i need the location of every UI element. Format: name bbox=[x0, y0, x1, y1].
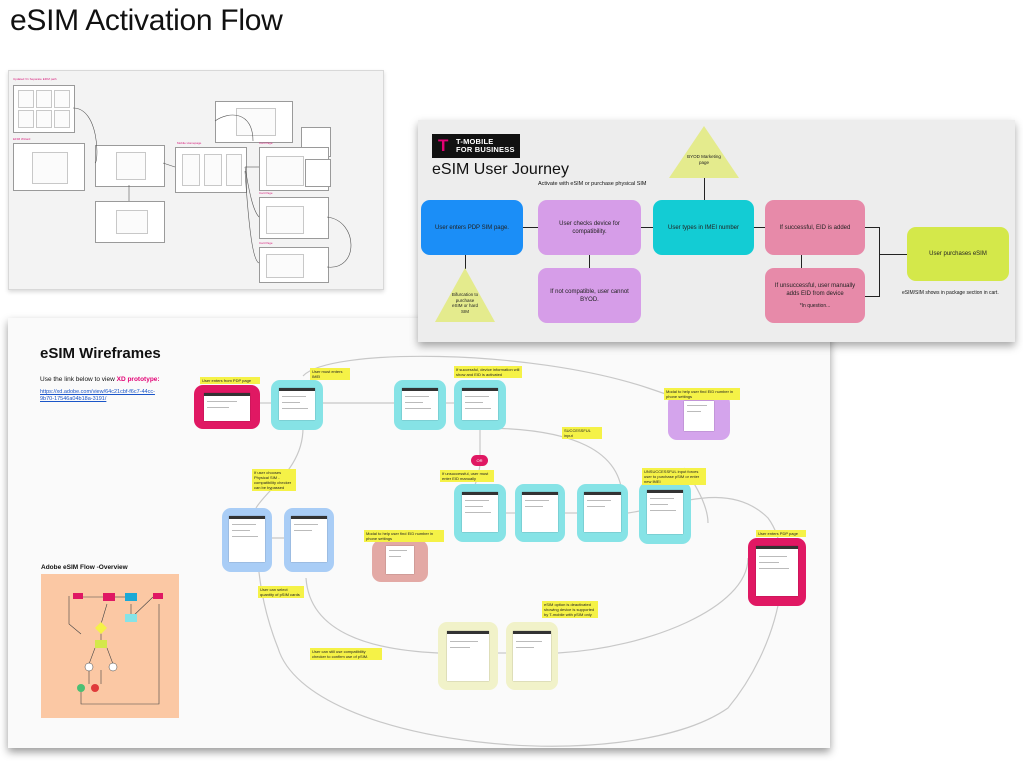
mini-frame bbox=[13, 143, 85, 191]
overview-board[interactable]: Updated V1 Separate EFIM path EFIM Wizar… bbox=[8, 70, 384, 290]
step-purchase[interactable]: User purchases eSIM bbox=[907, 227, 1009, 281]
modal-find-eid[interactable] bbox=[668, 394, 730, 440]
phone-wireframe-compat[interactable] bbox=[506, 622, 558, 690]
step-enter-pdp[interactable]: User enters PDP SIM page. bbox=[421, 200, 523, 255]
phone-pdp-entry-right[interactable] bbox=[748, 538, 806, 606]
overview-title: Adobe eSIM Flow -Overview bbox=[41, 564, 128, 571]
note: User enters PDP page bbox=[756, 530, 806, 537]
wireframes-board[interactable]: eSIM Wireframes Use the link below to vi… bbox=[8, 318, 830, 748]
note: Modal to help user find EID number in ph… bbox=[664, 388, 740, 400]
connector bbox=[879, 227, 880, 297]
decision-node: OR bbox=[471, 455, 488, 466]
phone-wireframe[interactable] bbox=[454, 380, 506, 430]
phone-wireframe-psim[interactable] bbox=[284, 508, 334, 572]
frame-label: Cart Page bbox=[259, 191, 273, 195]
note: Modal to help user find EID number in ph… bbox=[364, 530, 444, 542]
connector bbox=[865, 296, 879, 297]
journey-subtitle: Activate with eSIM or purchase physical … bbox=[538, 181, 647, 187]
phone-wireframe[interactable] bbox=[515, 484, 565, 542]
mini-frame bbox=[305, 159, 331, 187]
byod-label: BYOD Marketing page bbox=[687, 154, 721, 165]
note: User enters from PDP page bbox=[200, 377, 260, 384]
journey-title: eSIM User Journey bbox=[432, 161, 569, 178]
connector bbox=[523, 227, 538, 228]
note: UNSUCCESSFUL input forces user to purcha… bbox=[642, 468, 706, 485]
phone-wireframe-compat[interactable] bbox=[438, 622, 498, 690]
mini-frame bbox=[13, 85, 75, 133]
connector bbox=[865, 227, 879, 228]
mini-frame bbox=[259, 247, 329, 283]
step-imei[interactable]: User types in IMEI number bbox=[653, 200, 754, 255]
overview-flow-panel[interactable] bbox=[41, 574, 179, 718]
note: eSIM option is deactivated showing devic… bbox=[542, 601, 598, 618]
note: If successful, device information will s… bbox=[454, 366, 522, 378]
note: If unsuccessful, user must enter EID man… bbox=[440, 470, 494, 482]
connector bbox=[801, 255, 802, 268]
frame-label: EFIM Wizard bbox=[13, 137, 31, 141]
overview-connectors bbox=[72, 107, 352, 268]
note: User can select quantity of pSIM cards bbox=[258, 586, 304, 598]
phone-wireframe[interactable] bbox=[394, 380, 446, 430]
mini-frame bbox=[95, 201, 165, 243]
phone-wireframe[interactable] bbox=[271, 380, 323, 430]
phone-wireframe-psim[interactable] bbox=[222, 508, 272, 572]
cart-note: eSIM/SIM shows in package section in car… bbox=[902, 290, 999, 296]
note: User can still use compatibility checker… bbox=[310, 648, 382, 660]
byod-triangle bbox=[669, 126, 739, 178]
connector bbox=[641, 227, 653, 228]
connector bbox=[465, 255, 466, 269]
phone-wireframe[interactable] bbox=[454, 484, 506, 542]
frame-label: Cart Page bbox=[259, 141, 273, 145]
phone-wireframe[interactable] bbox=[577, 484, 628, 542]
step-check-device[interactable]: User checks device for compatibility. bbox=[538, 200, 641, 255]
mini-frame bbox=[95, 145, 165, 187]
frame-label: Mobile Homepage bbox=[177, 141, 202, 145]
wireframes-title: eSIM Wireframes bbox=[40, 345, 161, 362]
bifurcation-triangle bbox=[435, 268, 495, 322]
connector bbox=[589, 255, 590, 268]
step-manual-eid[interactable]: If unsuccessful, user manually adds EID … bbox=[765, 268, 865, 323]
frame-label: Cart Page bbox=[259, 241, 273, 245]
note: If user chooses Physical SIM - compatibi… bbox=[252, 469, 296, 491]
frame-label: Updated V1 Separate EFIM path bbox=[13, 77, 57, 81]
connector bbox=[879, 254, 907, 255]
phone-wireframe[interactable] bbox=[639, 482, 691, 544]
step-eid-added[interactable]: If successful, EID is added bbox=[765, 200, 865, 255]
connector bbox=[704, 176, 705, 200]
step-not-compatible[interactable]: If not compatible, user cannot BYOD. bbox=[538, 268, 641, 323]
mini-frame bbox=[215, 101, 293, 143]
phone-pdp-entry[interactable] bbox=[194, 385, 260, 429]
bifurcation-label: Bifurcation to purchase eSIM or hard SIM bbox=[451, 292, 479, 314]
note: User must enters IMEI bbox=[310, 368, 350, 380]
link-intro: Use the link below to view XD prototype: bbox=[40, 376, 160, 383]
modal-find-eid-2[interactable] bbox=[372, 540, 428, 582]
xd-prototype-link[interactable]: https://xd.adobe.com/view/64c21cbf-f6c7-… bbox=[40, 389, 155, 402]
mini-frame bbox=[259, 197, 329, 239]
mini-frame bbox=[175, 147, 247, 193]
note: SUCCESSFUL input bbox=[562, 427, 602, 439]
overview-flow-diagram bbox=[68, 593, 163, 705]
page-title: eSIM Activation Flow bbox=[10, 4, 283, 37]
